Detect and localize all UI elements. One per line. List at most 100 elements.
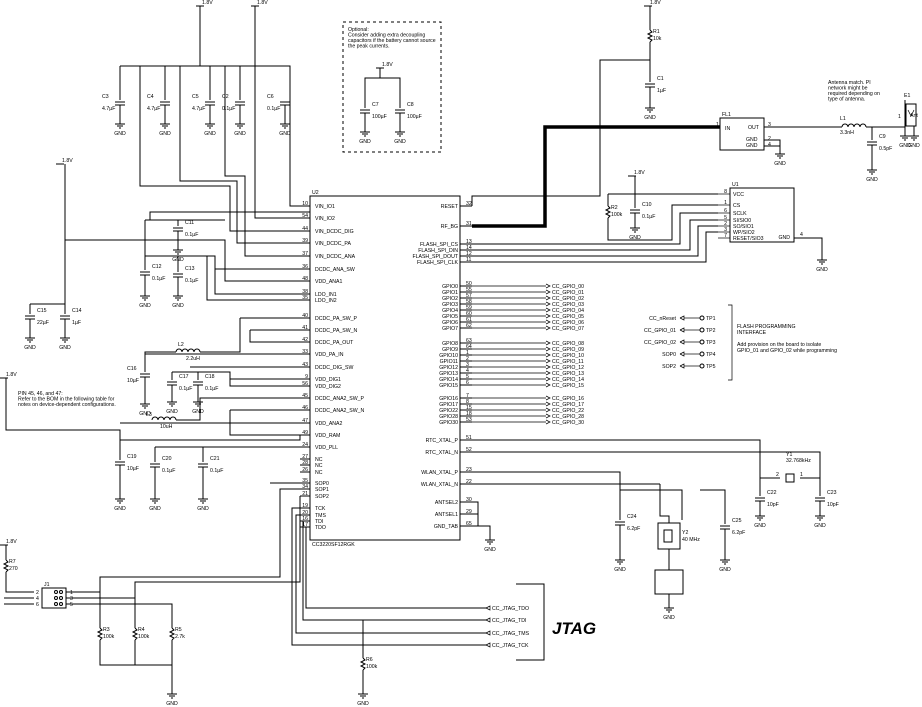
net-flag-arrow: [545, 395, 551, 401]
net-flag: [545, 319, 551, 325]
resistor-body: [2, 559, 10, 573]
ground-label: GND: [114, 131, 126, 137]
capacitor: [140, 373, 150, 378]
ground-label: GND: [139, 411, 151, 417]
capacitor: [140, 271, 150, 276]
u2-pin-name: GPIO0: [442, 284, 458, 290]
crystal-pin: 2: [776, 472, 779, 478]
net-label: CC_JTAG_TDO: [492, 606, 529, 612]
u2-pin-name: LDO_IN2: [315, 298, 337, 304]
wire: [254, 6, 300, 219]
capacitor-value: 100µF: [407, 114, 422, 120]
capacitor-ref: C3: [102, 94, 109, 100]
u2-pin-number: 52: [466, 447, 472, 453]
pin-note-line: notes on device-dependent configurations…: [18, 402, 116, 408]
net-flag-arrow: [545, 319, 551, 325]
capacitor-ref: C1: [657, 76, 664, 82]
u2-pin-name: WLAN_XTAL_N: [421, 482, 458, 488]
wire: [472, 225, 718, 257]
net-flag: [545, 289, 551, 295]
wire: [472, 212, 718, 245]
ground-symbol: [720, 556, 730, 565]
capacitor-ref: C4: [147, 94, 154, 100]
u2-pin-name: FLASH_SPI_DIN: [418, 248, 458, 254]
ground-label: GND: [197, 506, 209, 512]
filter-pin-name: IN: [725, 126, 730, 132]
test-point-ref: TP1: [706, 316, 716, 322]
capacitor: [720, 525, 730, 530]
wire: [144, 351, 176, 354]
antenna-ref: E1: [904, 93, 910, 99]
net-flag: [485, 605, 491, 611]
net-flag-arrow: [545, 382, 551, 388]
net-flag: [545, 307, 551, 313]
header-pin: [54, 596, 58, 600]
net-label: CC_GPIO_07: [552, 326, 584, 332]
u2-pin-number: 16: [302, 516, 308, 522]
test-point-net: SOP0: [662, 352, 676, 358]
u2-pin-number: 55: [466, 287, 472, 293]
wire: [472, 439, 780, 479]
capacitor-ref: C23: [827, 490, 837, 496]
ground-symbol: [645, 104, 655, 113]
ground-label: GND: [774, 161, 786, 167]
u2-pin-number: 59: [466, 305, 472, 311]
capacitor-value: 100µF: [372, 114, 387, 120]
capacitor-ref: C5: [192, 94, 199, 100]
u2-ref: U2: [312, 190, 319, 196]
capacitor: [167, 381, 177, 386]
u2-pin-number: 2: [466, 356, 469, 362]
u1-pin-number: 4: [800, 232, 803, 238]
header-pin-number: 6: [36, 602, 39, 608]
u2-pin-number: 6: [466, 380, 469, 386]
u2-pin-name: VDD_ANA2: [315, 421, 343, 427]
net-flag-arrow: [545, 313, 551, 319]
u2-pin-number: 57: [466, 293, 472, 299]
net-label: CC_GPIO_09: [552, 347, 584, 353]
resistor: [604, 205, 612, 219]
u2-pin-number: 35: [302, 478, 308, 484]
net-label: CC_GPIO_22: [552, 408, 584, 414]
capacitor-value: 6.2pF: [627, 526, 640, 532]
antenna-name: Ant: [910, 113, 918, 119]
u2-pin-name: VDD_ANA1: [315, 279, 343, 285]
test-point-ref: TP3: [706, 340, 716, 346]
header-pin-number: 1: [70, 590, 73, 596]
supply-label: 1.8V: [650, 0, 661, 6]
capacitor: [160, 101, 170, 106]
u2-pin-name: DCDC_PA_SW_N: [315, 328, 358, 334]
net-label: CC_GPIO_11: [552, 359, 584, 365]
u2-pin-name: SOP1: [315, 487, 329, 493]
net-flag: [545, 340, 551, 346]
ground-symbol: [909, 132, 919, 141]
supply-label: 1.8V: [6, 539, 17, 545]
u2-pin-number: 63: [466, 338, 472, 344]
resistor-value: 100k: [366, 664, 378, 670]
test-point-circle: [699, 351, 705, 357]
net-flag: [485, 617, 491, 623]
crystal-y2-footprint: [654, 569, 684, 595]
resistor-value: 10k: [653, 36, 662, 42]
capacitor: [867, 141, 877, 146]
u2-pin-number: 22: [466, 479, 472, 485]
wire: [472, 501, 479, 526]
u2-pin-name: GPIO12: [439, 365, 458, 371]
capacitor-ref: C19: [127, 454, 137, 460]
u2-pin-number: 23: [466, 467, 472, 473]
crystal-value: 40 MHz: [682, 537, 700, 543]
test-point-net: CC_GPIO_02: [644, 340, 676, 346]
net-flag-arrow: [545, 376, 551, 382]
u2-pin-number: 14: [466, 245, 472, 251]
u2-pin-name: GPIO17: [439, 402, 458, 408]
test-point-ref: TP4: [706, 352, 716, 358]
u2-pin-name: GPIO1: [442, 290, 458, 296]
filter-pin-name: GND: [746, 137, 758, 143]
u1-pin-number: 5: [724, 215, 727, 221]
net-flag-arrow: [545, 295, 551, 301]
u2-pin-number: 48: [302, 276, 308, 282]
u2-pin-name: VIN_IO1: [315, 204, 335, 210]
net-flag-arrow: [545, 364, 551, 370]
capacitor-ref: C17: [179, 374, 189, 380]
supply-label: 1.8V: [62, 158, 73, 164]
u2-pin-name: TDO: [315, 525, 326, 531]
